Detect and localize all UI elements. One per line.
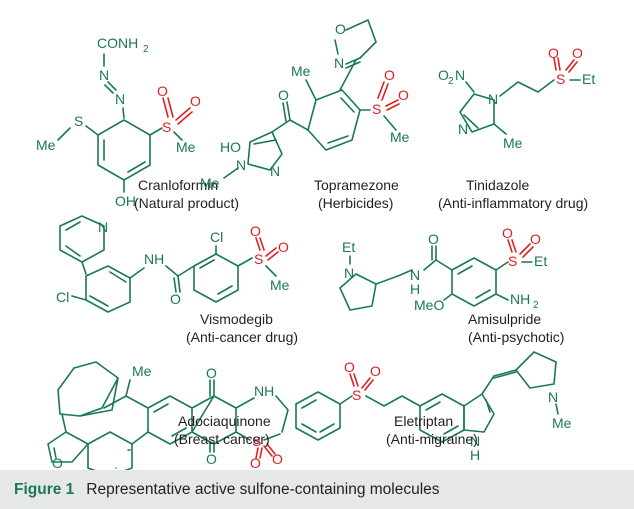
atom-label: Cl bbox=[210, 229, 223, 245]
atom-label: Me bbox=[36, 137, 56, 153]
atom-label: N bbox=[470, 433, 480, 449]
atom-label: Me bbox=[200, 175, 220, 191]
atom-label: O bbox=[278, 87, 289, 103]
atom-label: Cl bbox=[56, 289, 69, 305]
atom-label: MeO bbox=[414, 297, 444, 313]
atom-subscript: 2 bbox=[143, 44, 149, 55]
atom-label: O bbox=[530, 231, 541, 247]
atom-label: NH bbox=[144, 251, 164, 267]
atom-label: O bbox=[278, 239, 289, 255]
atom-label: S bbox=[74, 113, 83, 129]
atom-label: H bbox=[410, 281, 420, 297]
atom-label: CONH bbox=[97, 35, 138, 51]
atom-label: S bbox=[372, 101, 381, 117]
atom-label: N bbox=[98, 219, 108, 235]
category-tinidazole: (Anti-inflammatory drug) bbox=[438, 195, 588, 211]
atom-label: N bbox=[458, 121, 468, 137]
structure-amisulpride: Et N N H O S O O Et NH 2 MeO bbox=[339, 225, 547, 313]
atom-subscript: 2 bbox=[448, 76, 454, 87]
name-tinidazole: Tinidazole bbox=[466, 177, 530, 193]
atom-label: N bbox=[115, 91, 125, 107]
atom-label: O bbox=[157, 83, 168, 99]
atom-label: N bbox=[236, 157, 246, 173]
atom-label: O bbox=[250, 223, 261, 239]
category-adociaquinone: (Breast cancer) bbox=[174, 431, 270, 447]
atom-label: O bbox=[272, 451, 283, 467]
atom-label: O bbox=[370, 363, 381, 379]
atom-label: N bbox=[99, 67, 109, 83]
structure-cranloformin: CONH 2 N N S Me S O O Me OH bbox=[36, 35, 201, 209]
atom-label: Me bbox=[270, 277, 290, 293]
atom-label: NH bbox=[510, 291, 530, 307]
atom-label: N bbox=[455, 67, 465, 83]
atom-label: Me bbox=[132, 363, 152, 379]
name-eletriptan: Eletriptan bbox=[394, 413, 453, 429]
name-adociaquinone: Adociaquinone bbox=[178, 413, 271, 429]
atom-label: O bbox=[335, 21, 346, 37]
structure-vismodegib: N Cl NH O Cl S O O Me bbox=[56, 215, 290, 313]
atom-label: O bbox=[170, 291, 181, 307]
atom-label: O bbox=[428, 231, 439, 247]
name-vismodegib: Vismodegib bbox=[200, 311, 273, 327]
atom-label: S bbox=[352, 387, 361, 403]
atom-label: O bbox=[572, 45, 583, 61]
atom-label: O bbox=[384, 67, 395, 83]
atom-label: N bbox=[334, 55, 344, 71]
atom-label: O bbox=[548, 45, 559, 61]
atom-label: O bbox=[438, 67, 449, 83]
atom-label: S bbox=[252, 433, 261, 449]
atom-label: Et bbox=[582, 71, 595, 87]
atom-label: O bbox=[398, 87, 409, 103]
atom-label: H bbox=[470, 447, 480, 463]
structure-tinidazole: O 2 N N N Me S O O Et bbox=[438, 45, 595, 151]
structure-eletriptan: S O O N H N Me bbox=[295, 351, 572, 463]
atom-label: N bbox=[344, 265, 354, 281]
atom-label: O bbox=[344, 359, 355, 375]
structure-adociaquinone: O Me O O NH S O O bbox=[47, 361, 289, 470]
category-vismodegib: (Anti-cancer drug) bbox=[186, 329, 298, 345]
atom-label: Et bbox=[342, 239, 355, 255]
atom-label: S bbox=[254, 251, 263, 267]
atom-label: O bbox=[206, 365, 217, 381]
atom-subscript: 2 bbox=[533, 300, 539, 311]
structures-canvas: CONH 2 N N S Me S O O Me OH Cranloformin… bbox=[36, 19, 595, 470]
name-cranloformin: Cranloformin bbox=[138, 177, 218, 193]
category-eletriptan: (Anti-migraine) bbox=[386, 431, 478, 447]
atom-label: O bbox=[52, 455, 63, 470]
atom-label: O bbox=[206, 451, 217, 467]
atom-label: O bbox=[190, 93, 201, 109]
name-topramezone: Topramezone bbox=[314, 177, 399, 193]
figure-caption: Figure 1 Representative active sulfone-c… bbox=[0, 470, 634, 509]
caption-label: Figure 1 bbox=[14, 480, 75, 498]
caption-text: Representative active sulfone-containing… bbox=[86, 480, 440, 498]
atom-label: NH bbox=[254, 383, 274, 399]
structure-topramezone: O N Me S O O Me O HO N N Me bbox=[200, 19, 410, 191]
atom-label: O bbox=[502, 225, 513, 241]
atom-label: N bbox=[548, 389, 558, 405]
atom-label: N bbox=[270, 163, 280, 179]
atom-label: Me bbox=[390, 129, 410, 145]
atom-label: HO bbox=[220, 139, 241, 155]
atom-label: Me bbox=[176, 139, 196, 155]
category-topramezone: (Herbicides) bbox=[318, 195, 393, 211]
atom-label: Me bbox=[291, 63, 311, 79]
atom-label: OH bbox=[115, 193, 136, 209]
atom-label: Me bbox=[552, 415, 572, 431]
atom-label: S bbox=[508, 253, 517, 269]
category-cranloformin: (Natural product) bbox=[134, 195, 239, 211]
atom-label: S bbox=[162, 119, 171, 135]
atom-label: Et bbox=[534, 253, 547, 269]
atom-label: O bbox=[250, 455, 261, 470]
atom-label: N bbox=[410, 267, 420, 283]
category-amisulpride: (Anti-psychotic) bbox=[468, 329, 564, 345]
atom-label: N bbox=[488, 91, 498, 107]
atom-label: Me bbox=[503, 135, 523, 151]
name-amisulpride: Amisulpride bbox=[468, 311, 541, 327]
atom-label: S bbox=[556, 71, 565, 87]
